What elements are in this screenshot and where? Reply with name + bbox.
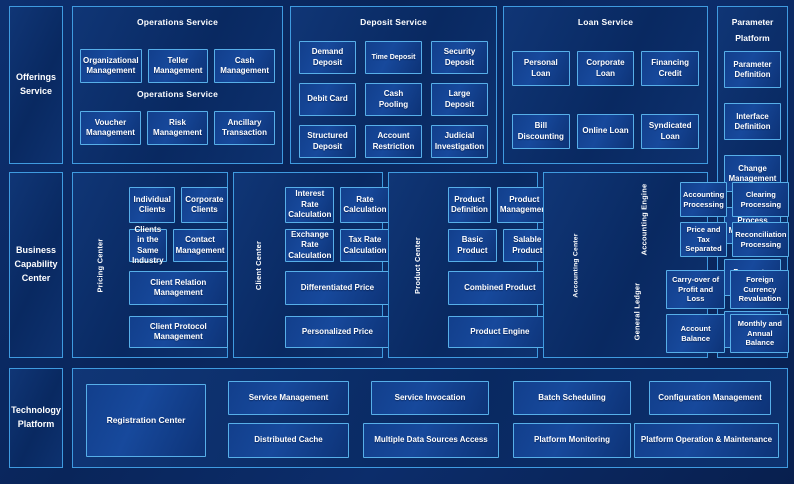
box-interest-rate-calculation: Interest Rate Calculation — [285, 187, 335, 223]
box-batch-scheduling: Batch Scheduling — [513, 381, 631, 415]
box-foreign-currency-revaluation: Foreign Currency Revaluation — [730, 270, 790, 309]
rail-technology-platform: Technology Platform — [9, 368, 63, 468]
box-differentiated-price: Differentiated Price — [285, 271, 390, 305]
panel-subtitle: Operations Service — [136, 89, 219, 99]
box-syndicated-loan: Syndicated Loan — [641, 114, 699, 149]
box-account-balance: Account Balance — [666, 314, 726, 353]
panel-accounting-center: Accounting Center Accounting Engine Acco… — [543, 172, 790, 358]
box-service-invocation: Service Invocation — [371, 381, 489, 415]
box-ancillary-transaction: Ancillary Transaction — [214, 111, 275, 145]
box-distributed-cache: Distributed Cache — [228, 423, 349, 458]
box-financing-credit: Financing Credit — [641, 51, 699, 86]
panel-client-center: Client Center Interest Rate Calculation … — [233, 172, 390, 358]
rail-business-capability-center: Business Capability Center — [9, 172, 63, 358]
box-demand-deposit: Demand Deposit — [299, 41, 356, 74]
box-structured-deposit: Structured Deposit — [299, 125, 356, 158]
box-registration-center: Registration Center — [86, 384, 206, 457]
vertical-label-text: General Ledger — [632, 282, 642, 341]
box-product-definition: Product Definition — [447, 187, 491, 223]
box-interface-definition: Interface Definition — [724, 103, 781, 141]
vertical-label-accounting-engine: Accounting Engine — [608, 182, 680, 257]
box-judicial-investigation: Judicial Investigation — [431, 125, 488, 158]
box-cash-pooling: Cash Pooling — [365, 83, 422, 116]
panel-title: Loan Service — [577, 17, 634, 27]
box-rate-calculation: Rate Calculation — [340, 187, 390, 223]
vertical-label-accounting-center: Accounting Center — [544, 173, 608, 357]
vertical-label-product-center: Product Center — [389, 173, 446, 357]
box-carry-over-of-profit-and-loss: Carry-over of Profit and Loss — [666, 270, 726, 309]
box-teller-management: Teller Management — [147, 49, 209, 83]
box-personalized-price: Personalized Price — [285, 316, 390, 348]
box-monthly-and-annual-balance: Monthly and Annual Balance — [730, 314, 790, 353]
panel-title: Deposit Service — [360, 17, 427, 27]
vertical-label-pricing-center: Pricing Center — [73, 173, 127, 357]
vertical-label-text: Accounting Engine — [639, 183, 649, 256]
box-configuration-management: Configuration Management — [649, 381, 771, 415]
vertical-label-text: Accounting Center — [572, 232, 580, 298]
box-parameter-definition: Parameter Definition — [724, 51, 781, 89]
panel-operations-service: Operations Service Organizational Manage… — [72, 6, 283, 164]
vertical-label-text: Pricing Center — [95, 237, 105, 293]
vertical-label-client-center: Client Center — [234, 173, 283, 357]
panel-title: Parameter Platform — [731, 17, 774, 44]
box-combined-product: Combined Product — [447, 271, 552, 305]
panel-loan-service: Loan Service Personal Loan Corporate Loa… — [503, 6, 708, 164]
panel-deposit-service: Deposit Service Demand Deposit Time Depo… — [290, 6, 497, 164]
panel-product-center: Product Center Product Definition Produc… — [388, 172, 552, 358]
box-price-and-tax-separated: Price and Tax Separated — [679, 222, 728, 257]
box-organizational-management: Organizational Management — [80, 49, 142, 83]
box-basic-product: Basic Product — [447, 229, 497, 262]
box-time-deposit: Time Deposit — [365, 41, 422, 74]
box-individual-clients: Individual Clients — [129, 187, 176, 223]
box-clearing-processing: Clearing Processing — [732, 182, 790, 217]
box-voucher-management: Voucher Management — [80, 111, 141, 145]
box-debit-card: Debit Card — [299, 83, 356, 116]
box-cash-management: Cash Management — [214, 49, 275, 83]
box-exchange-rate-calculation: Exchange Rate Calculation — [285, 229, 335, 262]
vertical-label-general-ledger: General Ledger — [608, 270, 666, 353]
box-multiple-data-sources-access: Multiple Data Sources Access — [363, 423, 499, 458]
box-personal-loan: Personal Loan — [512, 51, 570, 86]
panel-pricing-center: Pricing Center Individual Clients Corpor… — [72, 172, 228, 358]
vertical-label-text: Client Center — [254, 240, 264, 290]
box-product-engine: Product Engine — [447, 316, 552, 348]
box-bill-discounting: Bill Discounting — [512, 114, 570, 149]
box-account-restriction: Account Restriction — [365, 125, 422, 158]
panel-title: Operations Service — [136, 17, 219, 27]
box-platform-monitoring: Platform Monitoring — [513, 423, 631, 458]
box-client-relation-management: Client Relation Management — [129, 271, 228, 305]
box-client-protocol-management: Client Protocol Management — [129, 316, 228, 348]
rail-offerings-service: Offerings Service — [9, 6, 63, 164]
group-accounting-engine: Accounting Engine Accounting Processing … — [608, 182, 794, 257]
box-reconciliation-processing: Reconciliation Processing — [732, 222, 790, 257]
box-security-deposit: Security Deposit — [431, 41, 488, 74]
box-online-loan: Online Loan — [576, 114, 635, 149]
box-platform-operation-maintenance: Platform Operation & Maintenance — [634, 423, 779, 458]
box-corporate-clients: Corporate Clients — [181, 187, 228, 223]
box-clients-same-industry: Clients in the Same Industry — [129, 225, 167, 265]
box-risk-management: Risk Management — [147, 111, 208, 145]
box-service-management: Service Management — [228, 381, 349, 415]
group-general-ledger: General Ledger Carry-over of Profit and … — [608, 270, 794, 353]
box-contact-management: Contact Management — [172, 229, 228, 262]
panel-technology-platform: Registration Center Service Management D… — [72, 368, 788, 468]
vertical-label-text: Product Center — [412, 236, 422, 294]
box-accounting-processing: Accounting Processing — [679, 182, 728, 217]
box-large-deposit: Large Deposit — [431, 83, 488, 116]
box-tax-rate-calculation: Tax Rate Calculation — [340, 229, 390, 262]
box-corporate-loan: Corporate Loan — [576, 51, 635, 86]
